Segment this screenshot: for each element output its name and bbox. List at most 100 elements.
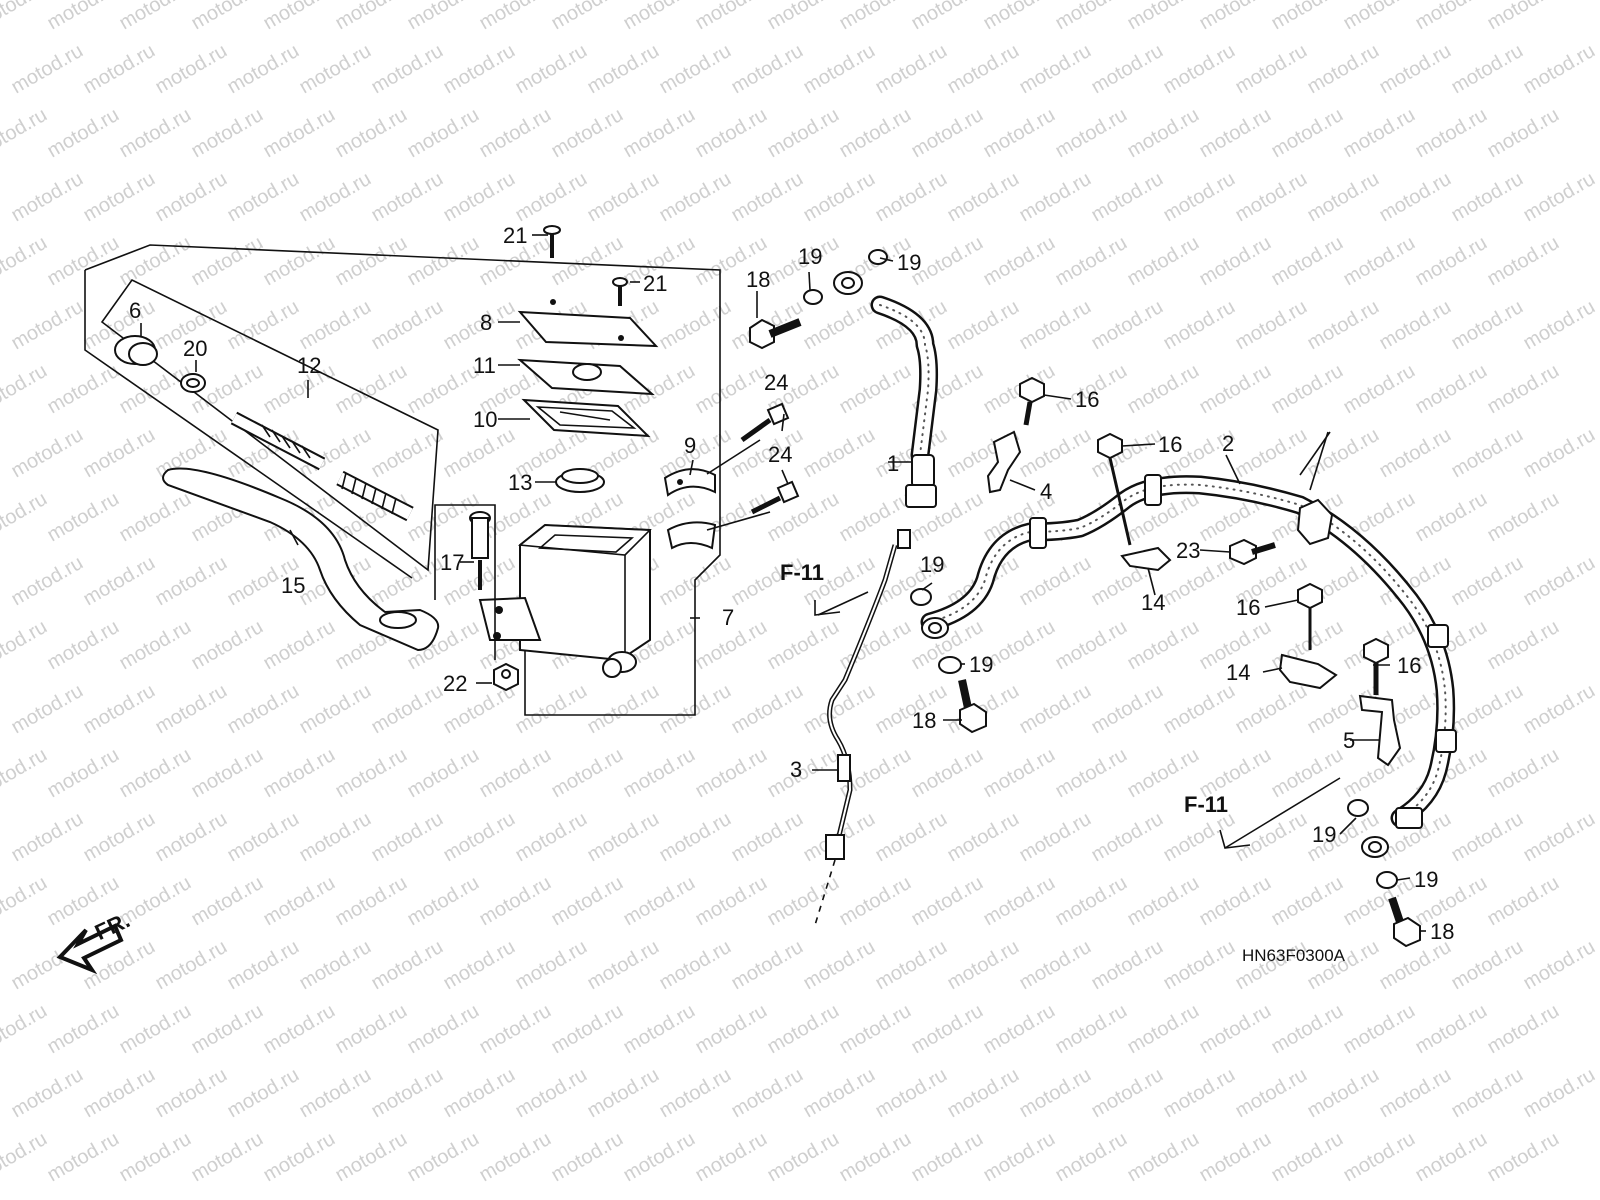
watermark-text: motod.ru — [1376, 168, 1455, 227]
watermark-text: motod.ru — [584, 40, 663, 99]
watermark-text: motod.ru — [548, 1000, 627, 1059]
watermark-text: motod.ru — [1016, 424, 1095, 483]
watermark-text: motod.ru — [1124, 1128, 1203, 1187]
banjo-bolt-18b — [958, 679, 987, 734]
washer-19f — [1376, 871, 1398, 889]
watermark-text: motod.ru — [692, 104, 771, 163]
watermark-text: motod.ru — [116, 232, 195, 291]
watermark-text: motod.ru — [800, 40, 879, 99]
watermark-text: motod.ru — [764, 1128, 843, 1187]
holder-9 — [663, 468, 717, 550]
watermark-text: motod.ru — [656, 1064, 735, 1123]
watermark-text: motod.ru — [1052, 616, 1131, 675]
watermark-text: motod.ru — [1484, 232, 1563, 291]
watermark-text: motod.ru — [368, 1064, 447, 1123]
watermark-text: motod.ru — [1124, 616, 1203, 675]
watermark-text: motod.ru — [116, 1000, 195, 1059]
callout-13: 13 — [508, 470, 532, 495]
watermark-text: motod.ru — [1412, 0, 1491, 34]
watermark-text: motod.ru — [836, 104, 915, 163]
watermark-text: motod.ru — [1376, 40, 1455, 99]
watermark-text: motod.ru — [296, 168, 375, 227]
watermark-text: motod.ru — [1160, 296, 1239, 355]
callout-18b: 18 — [912, 708, 936, 733]
watermark-text: motod.ru — [296, 1064, 375, 1123]
watermark-text: motod.ru — [80, 168, 159, 227]
watermark-text: motod.ru — [548, 104, 627, 163]
watermark-text: motod.ru — [908, 0, 987, 34]
watermark-text: motod.ru — [224, 680, 303, 739]
washer-19b — [868, 249, 888, 265]
callout-19c: 19 — [920, 552, 944, 577]
front-direction-arrow — [56, 923, 124, 975]
watermark-text: motod.ru — [404, 1128, 483, 1187]
watermark-text: motod.ru — [188, 616, 267, 675]
watermark-text: motod.ru — [908, 1000, 987, 1059]
bolt-16c — [1297, 582, 1323, 650]
watermark-text: motod.ru — [692, 872, 771, 931]
watermark-text: motod.ru — [80, 1064, 159, 1123]
watermark-text: motod.ru — [1376, 936, 1455, 995]
watermark-text: motod.ru — [1016, 40, 1095, 99]
watermark-text: motod.ru — [1268, 1128, 1347, 1187]
watermark-text: motod.ru — [1124, 360, 1203, 419]
watermark-text: motod.ru — [224, 808, 303, 867]
watermark-text: motod.ru — [944, 936, 1023, 995]
watermark-text: motod.ru — [8, 424, 87, 483]
watermark-text: motod.ru — [1016, 936, 1095, 995]
watermark-text: motod.ru — [1340, 232, 1419, 291]
watermark-text: motod.ru — [512, 40, 591, 99]
watermark-text: motod.ru — [260, 104, 339, 163]
watermark-text: motod.ru — [404, 744, 483, 803]
watermark-text: motod.ru — [332, 232, 411, 291]
callout-labels: 1 2 3 4 5 6 7 8 9 10 11 12 13 14 14 15 1… — [129, 223, 1454, 944]
reference-f11-a: F-11 — [780, 560, 824, 585]
watermark-text: motod.ru — [1448, 808, 1527, 867]
watermark-text: motod.ru — [584, 936, 663, 995]
watermark-text: motod.ru — [440, 936, 519, 995]
watermark-text: motod.ru — [980, 1128, 1059, 1187]
watermark-text: motod.ru — [908, 1128, 987, 1187]
watermark-text: motod.ru — [260, 0, 339, 34]
watermark-text: motod.ru — [1088, 40, 1167, 99]
callout-14a: 14 — [1141, 590, 1165, 615]
watermark-text: motod.ru — [1484, 488, 1563, 547]
watermark-text: motod.ru — [656, 40, 735, 99]
watermark-text: motod.ru — [548, 744, 627, 803]
watermark-text: motod.ru — [620, 104, 699, 163]
watermark-text: motod.ru — [908, 872, 987, 931]
watermark-text: motod.ru — [332, 1000, 411, 1059]
watermark-text: motod.ru — [872, 936, 951, 995]
watermark-text: motod.ru — [260, 616, 339, 675]
watermark-text: motod.ru — [1088, 808, 1167, 867]
watermark-text: motod.ru — [1196, 232, 1275, 291]
nut-22 — [493, 662, 519, 692]
watermark-text: motod.ru — [1232, 296, 1311, 355]
watermark-text: motod.ru — [1232, 680, 1311, 739]
callout-2: 2 — [1222, 431, 1234, 456]
callout-22: 22 — [443, 671, 467, 696]
watermark-text: motod.ru — [1484, 616, 1563, 675]
watermark-text: motod.ru — [260, 872, 339, 931]
callout-15: 15 — [281, 573, 305, 598]
watermark-text: motod.ru — [764, 1000, 843, 1059]
watermark-text: motod.ru — [512, 680, 591, 739]
watermark-text: motod.ru — [80, 680, 159, 739]
dust-boot-6 — [114, 335, 158, 366]
watermark-text: motod.ru — [116, 0, 195, 34]
callout-16a: 16 — [1075, 387, 1099, 412]
watermark-text: motod.ru — [1016, 296, 1095, 355]
watermark-text: motod.ru — [1016, 552, 1095, 611]
watermark-text: motod.ru — [332, 744, 411, 803]
watermark-text: motod.ru — [1376, 424, 1455, 483]
callout-16d: 16 — [1397, 653, 1421, 678]
watermark-text: motod.ru — [8, 552, 87, 611]
watermark-text: motod.ru — [1520, 808, 1599, 867]
watermark-text: motod.ru — [188, 872, 267, 931]
watermark-text: motod.ru — [1196, 1128, 1275, 1187]
watermark-text: motod.ru — [1088, 680, 1167, 739]
watermark-text: motod.ru — [728, 1064, 807, 1123]
callout-20: 20 — [183, 336, 207, 361]
watermark-text: motod.ru — [1268, 744, 1347, 803]
